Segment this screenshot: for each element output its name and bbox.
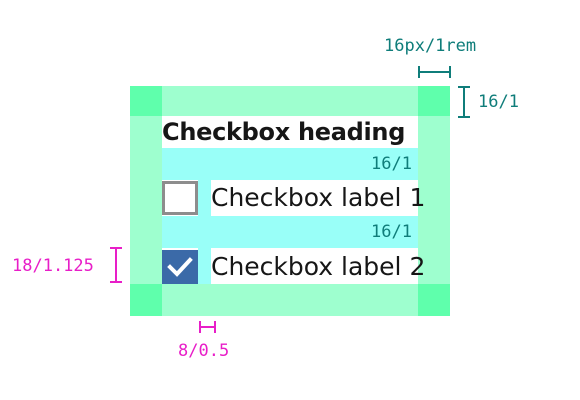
label-gap-2 [198, 248, 211, 284]
label-gap-line [199, 326, 216, 328]
checkbox-size-annotation: 18/1.125 [12, 256, 94, 276]
checkbox-heading: Checkbox heading [162, 118, 406, 146]
checkbox-size-line [115, 248, 117, 282]
vertical-padding-tick-top [458, 86, 470, 88]
horizontal-padding-line [418, 71, 451, 73]
checkmark-icon [167, 257, 193, 277]
horizontal-padding-tick-left [418, 66, 420, 78]
label-gap-tick-right [214, 321, 216, 333]
label-gap-1 [198, 180, 211, 216]
checkbox-label-1: Checkbox label 1 [211, 183, 426, 212]
spacer-label-1: 16/1 [371, 154, 412, 174]
vertical-padding-line [463, 86, 465, 118]
checkbox-label-2: Checkbox label 2 [211, 252, 426, 281]
checkbox-size-tick-top [110, 247, 122, 249]
horizontal-padding-annotation: 16px/1rem [384, 36, 477, 56]
spacer-label-2: 16/1 [371, 222, 412, 242]
spacer-1 [162, 148, 418, 180]
label-gap-tick-left [199, 321, 201, 333]
checkbox-size-tick-bottom [110, 281, 122, 283]
padding-corner-bottom-left [130, 284, 162, 316]
checkbox-2[interactable] [162, 250, 198, 284]
vertical-padding-annotation: 16/1 [478, 92, 519, 112]
checkbox-1[interactable] [162, 181, 198, 215]
horizontal-padding-tick-right [449, 66, 451, 78]
spacer-2 [162, 216, 418, 248]
padding-corner-top-right [418, 86, 450, 116]
padding-corner-top-left [130, 86, 162, 116]
label-gap-annotation: 8/0.5 [178, 341, 230, 361]
padding-corner-bottom-right [418, 284, 450, 316]
heading-area [162, 116, 418, 148]
vertical-padding-tick-bottom [458, 116, 470, 118]
